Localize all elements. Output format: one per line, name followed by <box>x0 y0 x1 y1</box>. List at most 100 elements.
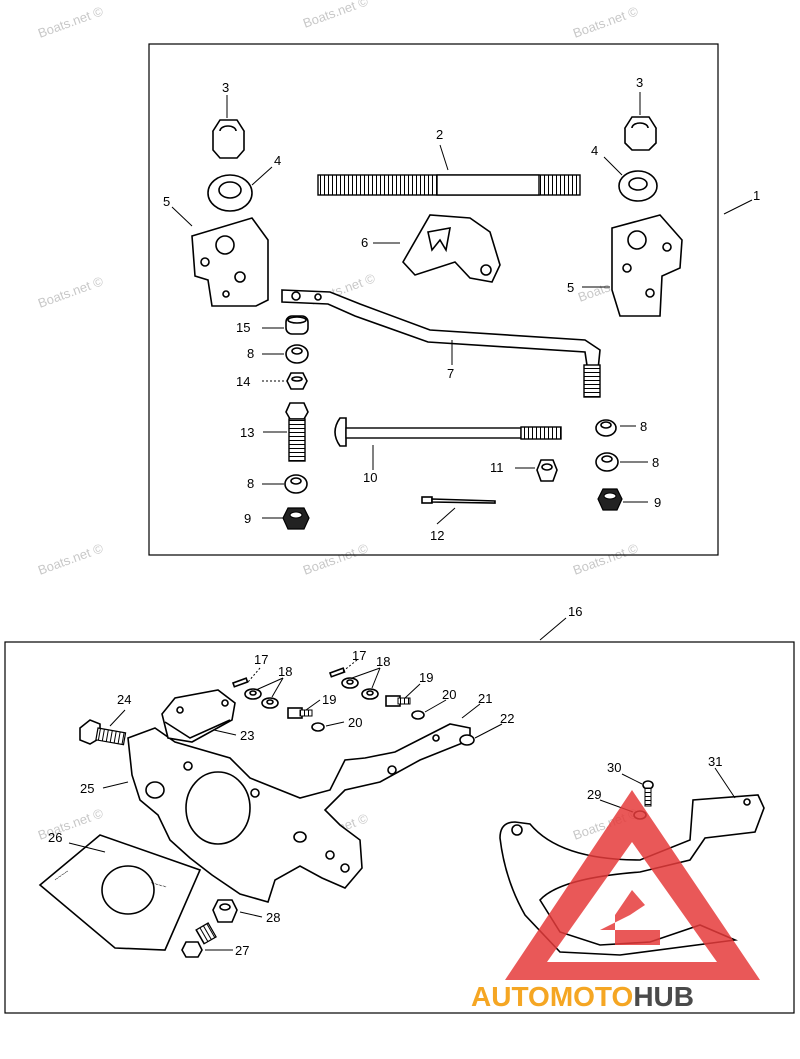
watermark: Boats.net © <box>36 3 106 41</box>
bolt-part-24 <box>79 719 127 746</box>
callout-label: 11 <box>490 460 504 475</box>
washer-part-8-c <box>595 419 617 437</box>
callout-label: 16 <box>568 604 582 619</box>
washer-part-18-b <box>341 677 379 700</box>
callout-label: 20 <box>348 715 362 730</box>
stud-part-19-b <box>385 695 411 707</box>
callout-label: 8 <box>652 455 659 470</box>
mounting-plate-part-25 <box>127 723 471 903</box>
callout-label: 22 <box>500 711 514 726</box>
watermark: Boats.net © <box>36 273 106 311</box>
threaded-rod-part-2 <box>317 174 581 196</box>
callout-label: 12 <box>430 528 444 543</box>
carriage-bolt-part-10 <box>334 417 562 447</box>
brand-part-auto: AUTO <box>471 981 550 1012</box>
svg-text:~~~~: ~~~~ <box>149 880 167 891</box>
pin-part-17-a <box>231 677 249 688</box>
nut-part-22 <box>459 734 475 746</box>
callout-label: 3 <box>636 75 643 90</box>
callout-label: 26 <box>48 830 62 845</box>
nut-part-14 <box>286 372 308 390</box>
callout-label: 8 <box>247 476 254 491</box>
callout-label: 1 <box>753 188 760 203</box>
pin-part-17-b <box>328 667 346 678</box>
callout-label: 3 <box>222 80 229 95</box>
washer-part-8-d <box>595 452 619 472</box>
callout-label: 9 <box>244 511 251 526</box>
bracket-part-5-left <box>191 217 269 307</box>
callout-label: 4 <box>274 153 281 168</box>
callout-label: 10 <box>363 470 377 485</box>
watermark: Boats.net © <box>571 3 641 41</box>
callout-label: 18 <box>376 654 390 669</box>
callouts-bottom: 16 17 17 18 18 19 19 20 21 24 20 22 23 3… <box>48 604 722 958</box>
callout-label: 24 <box>117 692 131 707</box>
watermark: Boats.net © <box>571 540 641 578</box>
washer-part-4-left <box>207 174 253 212</box>
locknut-part-9-left <box>282 507 310 530</box>
cable-tie-part-12 <box>421 496 496 504</box>
watermark: Boats.net © <box>301 540 371 578</box>
callout-label: 18 <box>278 664 292 679</box>
callout-label: 5 <box>567 280 574 295</box>
locknut-part-9-right <box>597 488 623 511</box>
nut-part-11 <box>536 459 558 482</box>
callout-label: 8 <box>247 346 254 361</box>
stud-part-19-a <box>287 707 313 719</box>
callout-label: 19 <box>322 692 336 707</box>
callout-label: 8 <box>640 419 647 434</box>
watermark: Boats.net © <box>36 540 106 578</box>
brand-part-moto: MOTO <box>550 981 633 1012</box>
bolt-part-13 <box>285 402 309 462</box>
bracket-part-5-right <box>611 214 683 317</box>
callout-label: 21 <box>478 691 492 706</box>
nut-part-3-right <box>624 116 657 151</box>
callout-label: 13 <box>240 425 254 440</box>
watermark: Boats.net © <box>36 805 106 843</box>
brand-part-hub: HUB <box>633 981 694 1012</box>
callout-label: 15 <box>236 320 250 335</box>
washer-part-20-b <box>411 710 425 720</box>
bracket-part-31 <box>499 794 765 956</box>
callout-label: 31 <box>708 754 722 769</box>
callout-label: 2 <box>436 127 443 142</box>
washer-part-8-b <box>284 474 308 494</box>
callout-label: 29 <box>587 787 601 802</box>
washer-part-15 <box>285 315 309 335</box>
callout-label: 27 <box>235 943 249 958</box>
link-rod-part-7 <box>281 289 601 398</box>
watermark: Boats.net © <box>301 0 371 31</box>
bottom-kit-frame <box>4 641 795 1014</box>
bolt-part-27 <box>181 922 217 958</box>
washer-part-20-a <box>311 722 325 732</box>
brand-logo-mark <box>505 790 760 980</box>
brand-wordmark: AUTOMOTOHUB <box>471 981 694 1012</box>
callout-label: 25 <box>80 781 94 796</box>
callout-label: 19 <box>419 670 433 685</box>
callout-label: 17 <box>254 652 268 667</box>
nut-part-3-left <box>212 119 245 159</box>
cover-part-23 <box>161 689 236 743</box>
washer-part-8-a <box>285 344 309 364</box>
nut-part-28 <box>212 899 238 923</box>
gasket-part-26: ~~~~ ~~~~ <box>38 834 202 951</box>
callout-label: 7 <box>447 366 454 381</box>
callout-label: 23 <box>240 728 254 743</box>
callout-label: 28 <box>266 910 280 925</box>
leader-lines-bottom <box>68 617 736 951</box>
brand-logo-mark <box>600 890 660 945</box>
callout-label: 9 <box>654 495 661 510</box>
callout-label: 14 <box>236 374 250 389</box>
callout-label: 20 <box>442 687 456 702</box>
callout-label: 17 <box>352 648 366 663</box>
callouts-top: 3 3 2 4 4 5 1 6 5 15 8 7 14 13 8 8 10 11… <box>163 75 760 543</box>
callout-label: 6 <box>361 235 368 250</box>
brand-logo <box>505 790 760 980</box>
plate-part-6 <box>402 214 501 283</box>
callout-label: 5 <box>163 194 170 209</box>
leader-lines-top <box>171 92 753 525</box>
screw-part-30 <box>642 780 654 807</box>
washer-part-4-right <box>618 170 658 202</box>
top-kit-frame <box>148 43 719 556</box>
